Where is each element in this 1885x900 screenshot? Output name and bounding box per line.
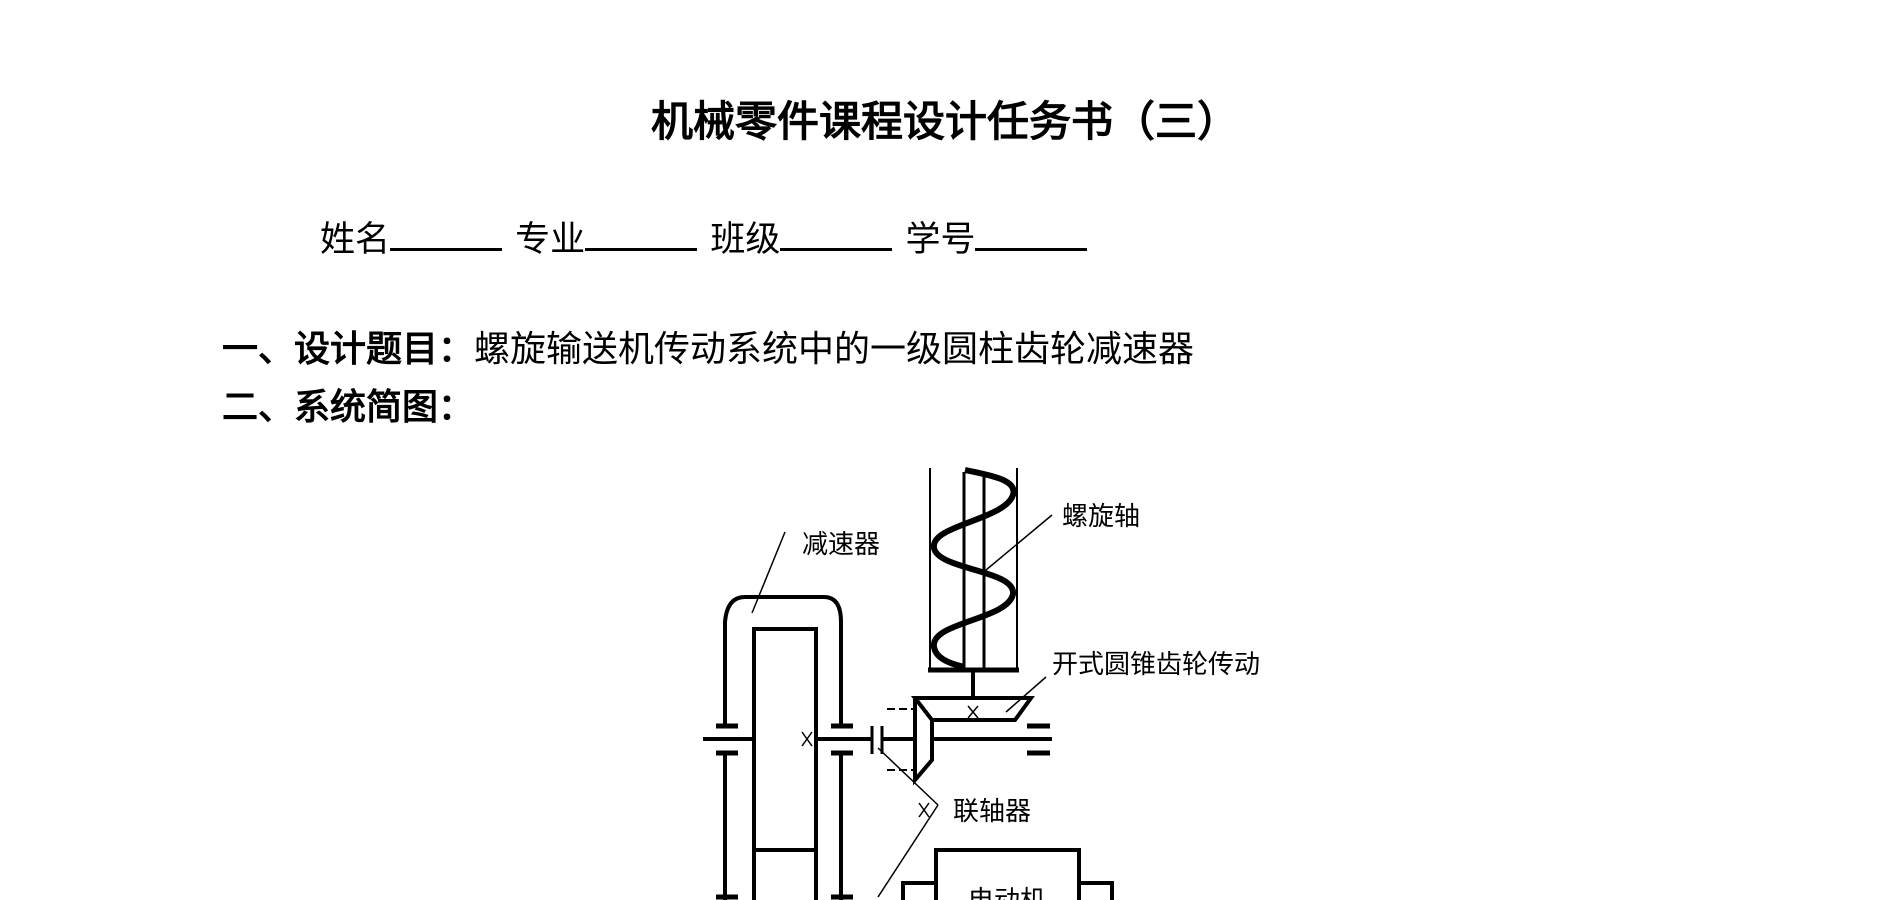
- section1-heading: 一、设计题目：: [222, 328, 475, 370]
- label-coupling: 联轴器: [953, 797, 1031, 827]
- dashed-lines: [887, 708, 913, 771]
- motor-left-flange: [901, 881, 936, 900]
- section2-heading: 二、系统简图：: [222, 386, 475, 428]
- leader-lines: [751, 514, 1053, 898]
- class-blank: [780, 212, 893, 251]
- motor-right-flange: [1079, 881, 1114, 900]
- label-open-bevel-gear: 开式圆锥齿轮传动: [1052, 650, 1260, 680]
- section1-text: 螺旋输送机传动系统中的一级圆柱齿轮减速器: [474, 329, 1195, 370]
- gear-x-marks: [801, 705, 979, 818]
- id-blank: [975, 212, 1088, 251]
- label-reducer: 减速器: [802, 530, 880, 560]
- major-label: 专业: [515, 220, 586, 260]
- motor-body: [934, 848, 1081, 900]
- name-blank: [390, 212, 503, 251]
- student-info-line: 姓名 专业 班级 学号: [320, 212, 1089, 263]
- class-label: 班级: [710, 220, 781, 260]
- screw-helix: [931, 467, 1017, 670]
- section-design-topic: 一、设计题目：螺旋输送机传动系统中的一级圆柱齿轮减速器: [222, 326, 1194, 373]
- major-blank: [585, 212, 698, 251]
- reducer-housing: [723, 595, 843, 726]
- coupling: [870, 726, 884, 754]
- bevel-gear-horizontal: [910, 696, 1035, 722]
- reducer-housing-legs: [723, 753, 843, 900]
- name-label: 姓名: [320, 220, 391, 260]
- screw-tube: [929, 468, 1018, 668]
- page-title: 机械零件课程设计任务书（三）: [650, 97, 1239, 146]
- section-system-diagram: 二、系统简图：: [222, 384, 474, 431]
- label-screw-shaft: 螺旋轴: [1062, 502, 1140, 532]
- reducer-gear: [752, 627, 818, 852]
- label-motor: 电动机: [968, 886, 1046, 900]
- id-label: 学号: [905, 220, 976, 260]
